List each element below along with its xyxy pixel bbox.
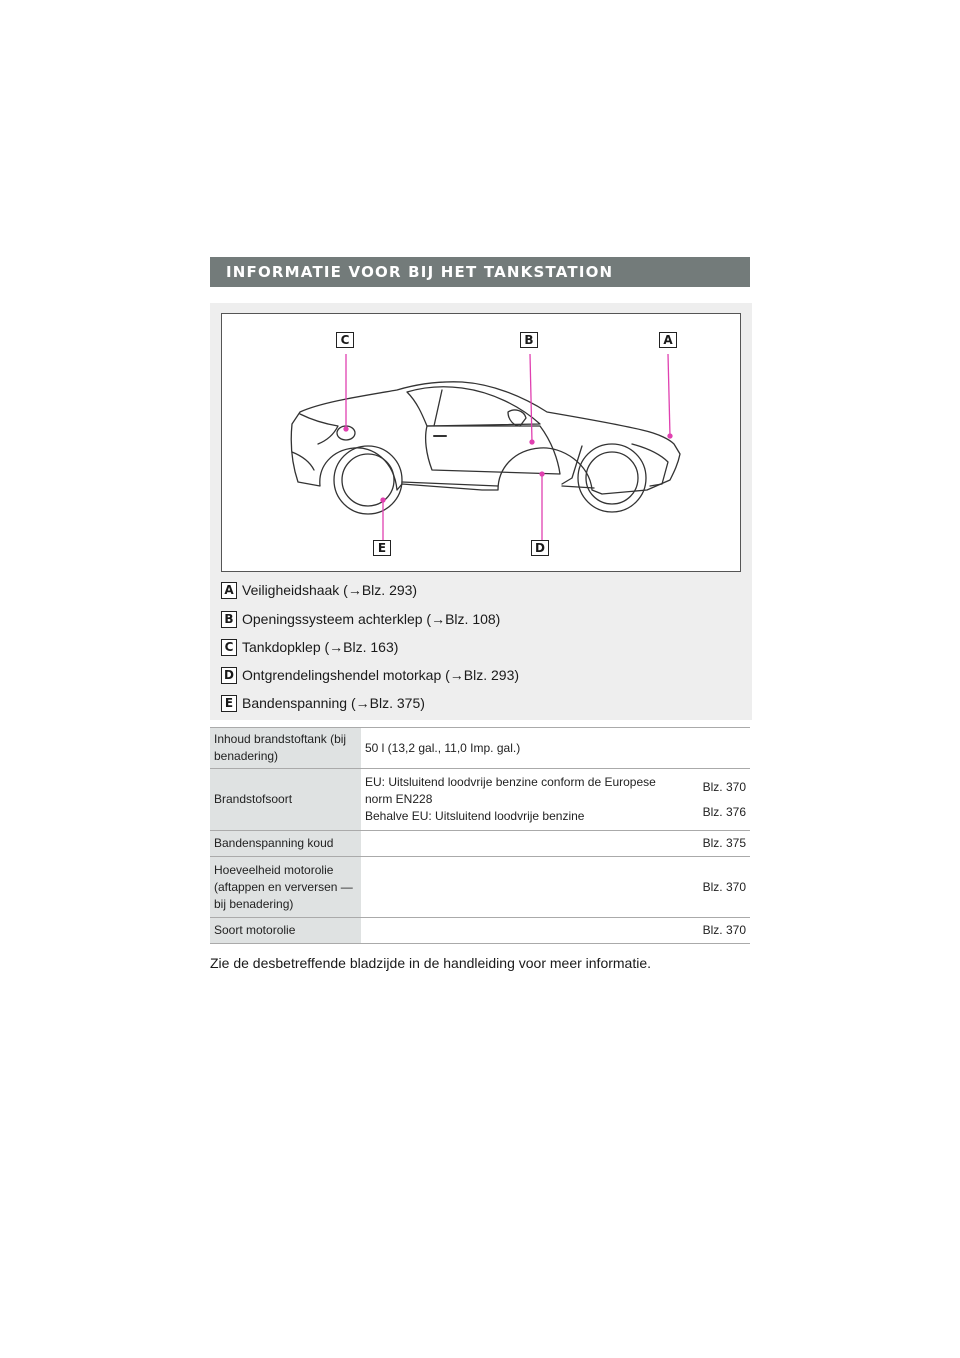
table-row: Hoeveelheid motorolie (aftappen en verve…: [210, 856, 750, 918]
value-line: EU: Uitsluitend loodvrije benzine confor…: [365, 775, 656, 806]
legend-text-c: Tankdopklep (→Blz. 163): [242, 639, 399, 655]
legend-badge-b: B: [221, 611, 237, 628]
row-value: [361, 856, 662, 918]
row-value: [361, 830, 662, 857]
car-illustration: [290, 353, 681, 542]
row-ref: Blz. 370 Blz. 376: [662, 768, 750, 831]
legend-badge-e: E: [221, 695, 237, 712]
row-label: Inhoud brandstoftank (bij benadering): [210, 727, 361, 769]
row-value: [361, 917, 662, 944]
table-row: Inhoud brandstoftank (bij benadering) 50…: [210, 727, 750, 769]
table-row: Soort motorolie Blz. 370: [210, 917, 750, 944]
legend-text-a: Veiligheidshaak (→Blz. 293): [242, 582, 418, 598]
callout-b: B: [520, 332, 538, 348]
legend-text-b: Openingssysteem achterklep (→Blz. 108): [242, 611, 501, 627]
callout-d: D: [531, 540, 549, 556]
page-ref: Blz. 376: [702, 804, 746, 819]
pointer-a: [667, 353, 671, 437]
footnote: Zie de desbetreffende bladzijde in de ha…: [210, 955, 652, 971]
car-body-outline: [290, 381, 681, 495]
rear-wheel: [333, 445, 403, 515]
value-line: Behalve EU: Uitsluitend loodvrije benzin…: [365, 809, 585, 823]
table-row: Brandstofsoort EU: Uitsluitend loodvrije…: [210, 768, 750, 831]
legend-text-e: Bandenspanning (→Blz. 375): [242, 695, 425, 711]
fuel-info-table: Inhoud brandstoftank (bij benadering) 50…: [210, 727, 750, 944]
pointer-b: [529, 353, 533, 443]
legend-badge-c: C: [221, 639, 237, 656]
page-ref: Blz. 370: [702, 779, 746, 794]
row-label: Soort motorolie: [210, 917, 361, 944]
row-value: EU: Uitsluitend loodvrije benzine confor…: [361, 768, 662, 831]
legend-text-d: Ontgrendelingshendel motorkap (→Blz. 293…: [242, 667, 520, 683]
page-ref: Blz. 370: [662, 856, 750, 918]
door-outline: [425, 425, 561, 475]
car-diagram: C B A E D: [221, 313, 741, 572]
section-title: INFORMATIE VOOR BIJ HET TANKSTATION: [210, 257, 750, 287]
legend-badge-d: D: [221, 667, 237, 684]
row-label: Bandenspanning koud: [210, 830, 361, 857]
legend-badge-a: A: [221, 582, 237, 599]
callout-a: A: [659, 332, 677, 348]
row-label: Hoeveelheid motorolie (aftappen en verve…: [210, 856, 361, 918]
row-label: Brandstofsoort: [210, 768, 361, 831]
table-row: Bandenspanning koud Blz. 375: [210, 830, 750, 857]
page-ref: Blz. 370: [662, 917, 750, 944]
page-ref: Blz. 375: [662, 830, 750, 857]
front-wheel: [577, 443, 647, 513]
window-outline: [406, 386, 541, 427]
row-value: 50 l (13,2 gal., 11,0 Imp. gal.): [361, 727, 750, 769]
callout-e: E: [373, 540, 391, 556]
mirror-outline: [507, 409, 527, 427]
callout-c: C: [336, 332, 354, 348]
